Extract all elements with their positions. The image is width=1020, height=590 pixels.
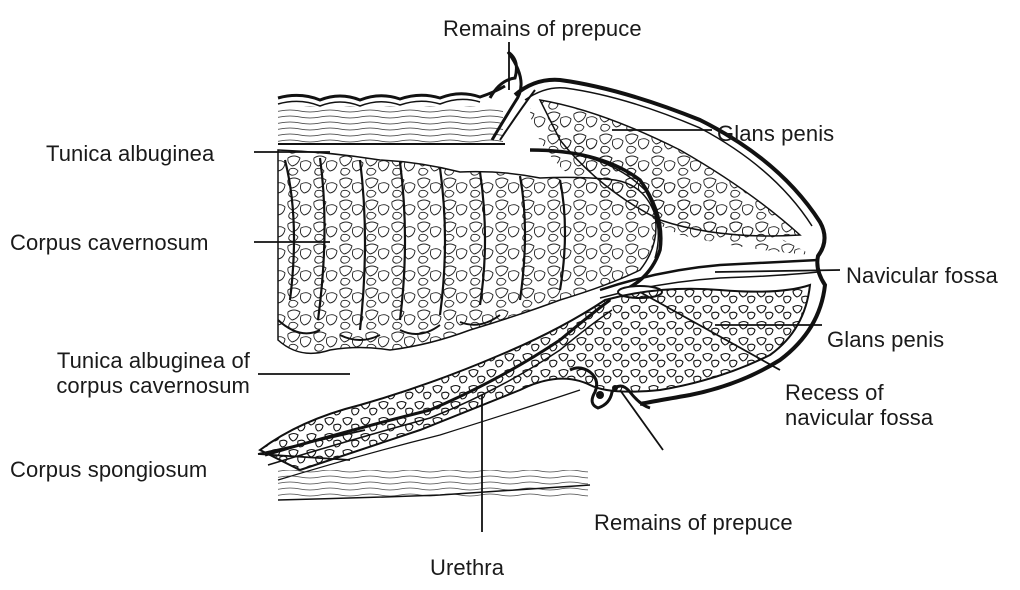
label-navicular-fossa: Navicular fossa bbox=[846, 263, 998, 288]
label-corpus-cavernosum: Corpus cavernosum bbox=[10, 230, 209, 255]
label-tunica-albuginea-of-corpus-cavernosum: Tunica albuginea of corpus cavernosum bbox=[14, 348, 250, 398]
label-tunica-albuginea-cc-line1: Tunica albuginea of bbox=[14, 348, 250, 373]
label-tunica-albuginea: Tunica albuginea bbox=[46, 141, 214, 166]
label-tunica-albuginea-cc-line2: corpus cavernosum bbox=[14, 373, 250, 398]
leader-navicular-fossa bbox=[715, 270, 840, 272]
label-remains-of-prepuce-top: Remains of prepuce bbox=[443, 16, 642, 41]
label-urethra: Urethra bbox=[430, 555, 504, 580]
label-glans-penis-top: Glans penis bbox=[717, 121, 834, 146]
label-recess-line1: Recess of bbox=[785, 380, 933, 405]
skin-outline bbox=[278, 86, 505, 144]
label-recess-line2: navicular fossa bbox=[785, 405, 933, 430]
label-recess-of-navicular-fossa: Recess of navicular fossa bbox=[785, 380, 933, 430]
label-corpus-spongiosum: Corpus spongiosum bbox=[10, 457, 207, 482]
label-glans-penis-bottom: Glans penis bbox=[827, 327, 944, 352]
label-remains-of-prepuce-bottom: Remains of prepuce bbox=[594, 510, 793, 535]
